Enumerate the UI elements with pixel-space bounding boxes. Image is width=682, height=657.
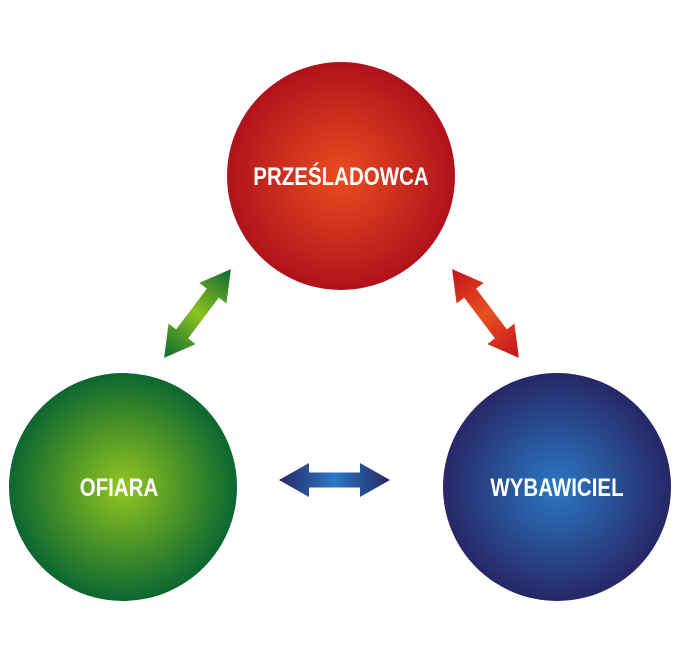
node-rescuer: WYBAWICIEL bbox=[443, 373, 671, 601]
victim-label: OFIARA bbox=[80, 473, 159, 501]
rescuer-label: WYBAWICIEL bbox=[490, 473, 623, 501]
double-arrow-red bbox=[452, 269, 519, 358]
victim-circle bbox=[9, 373, 237, 601]
rescuer-circle bbox=[443, 373, 671, 601]
node-victim: OFIARA bbox=[9, 373, 237, 601]
persecutor-label: PRZEŚLADOWCA bbox=[253, 162, 428, 190]
node-persecutor: PRZEŚLADOWCA bbox=[227, 62, 455, 290]
double-arrow-green bbox=[164, 269, 231, 358]
double-arrow-blue bbox=[279, 463, 390, 497]
persecutor-circle bbox=[227, 62, 455, 290]
